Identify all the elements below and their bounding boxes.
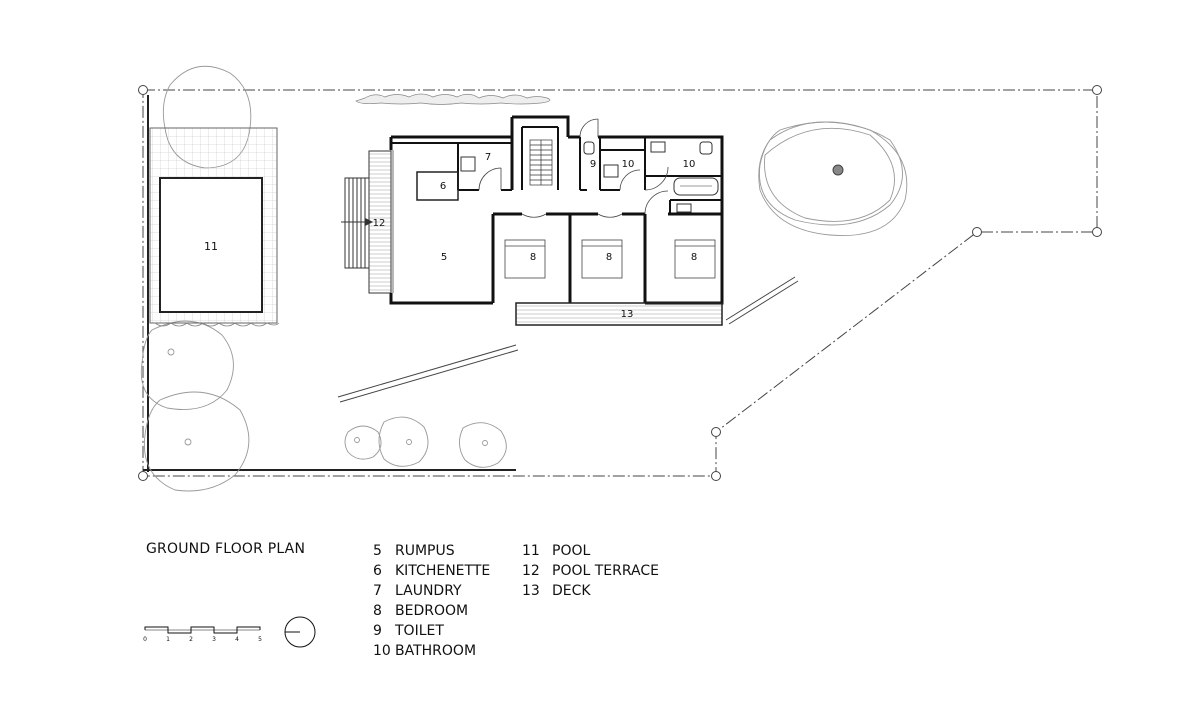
legend-label: BATHROOM (395, 643, 477, 659)
legend-number: 7 (373, 583, 382, 599)
pool (159, 177, 263, 313)
legend-number: 13 (522, 583, 540, 599)
scale-tick-4: 4 (235, 636, 239, 643)
terrace-deck (341, 150, 392, 294)
scale-tick-0: 0 (143, 636, 147, 643)
scale-tick-3: 3 (212, 636, 216, 643)
legend-number: 5 (373, 543, 382, 559)
legend-item: 7 LAUNDRY (373, 581, 490, 601)
legend-column-2: 11 POOL 12 POOL TERRACE 13 DECK (522, 541, 659, 601)
label-laundry: 7 (485, 152, 491, 163)
label-bathroom-b: 10 (683, 159, 696, 170)
stair (529, 139, 553, 186)
label-pool: 11 (204, 240, 218, 253)
legend-label: DECK (552, 583, 591, 599)
legend-label: POOL TERRACE (552, 563, 659, 579)
legend-item: 5 RUMPUS (373, 541, 490, 561)
legend-item: 13 DECK (522, 581, 659, 601)
label-bedroom-a: 8 (530, 252, 536, 263)
house-interior-walls (391, 126, 722, 214)
legend-number: 12 (522, 563, 540, 579)
label-rumpus: 5 (441, 252, 447, 263)
label-toilet: 9 (590, 159, 596, 170)
label-bedroom-b: 8 (606, 252, 612, 263)
legend-label: RUMPUS (395, 543, 455, 559)
plan-title: GROUND FLOOR PLAN (146, 541, 306, 557)
label-pool-terrace: 12 (373, 218, 386, 229)
pool-planting (154, 322, 280, 327)
scale-tick-2: 2 (189, 636, 193, 643)
scale-tick-5: 5 (258, 636, 262, 643)
tree-trunk (832, 164, 844, 176)
legend-label: BEDROOM (395, 603, 469, 619)
site-walls (143, 95, 516, 472)
legend-number: 10 (373, 643, 391, 659)
deck (515, 302, 723, 326)
legend-label: KITCHENETTE (395, 563, 491, 579)
scale-bar (144, 626, 261, 634)
legend-item: 11 POOL (522, 541, 659, 561)
label-deck: 13 (621, 309, 634, 320)
legend-number: 9 (373, 623, 382, 639)
legend-number: 6 (373, 563, 382, 579)
legend-label: LAUNDRY (395, 583, 462, 599)
boundary-markers (138, 85, 1102, 481)
legend-item: 9 TOILET (373, 621, 490, 641)
kitchenette-counter (416, 171, 459, 201)
trees (140, 65, 908, 492)
house-walls (389, 115, 724, 305)
legend-item: 6 KITCHENETTE (373, 561, 490, 581)
legend-column-1: 5 RUMPUS 6 KITCHENETTE 7 LAUNDRY 8 BEDROOM 9… (373, 541, 490, 661)
legend-number: 8 (373, 603, 382, 619)
legend-item: 8 BEDROOM (373, 601, 490, 621)
legend-label: POOL (552, 543, 591, 559)
bathroom-fixtures (583, 141, 719, 213)
legend-number: 11 (522, 543, 540, 559)
north-point-icon (284, 616, 316, 648)
label-bathroom-a: 10 (622, 159, 635, 170)
label-kitchenette: 6 (440, 181, 446, 192)
beds (504, 239, 716, 279)
laundry-sink (460, 156, 476, 172)
garden-path (337, 276, 799, 403)
legend-item: 12 POOL TERRACE (522, 561, 659, 581)
scale-tick-1: 1 (166, 636, 170, 643)
glazing (390, 150, 394, 293)
site-boundary (142, 89, 1098, 477)
door-swings (478, 118, 669, 218)
legend-label: TOILET (395, 623, 444, 639)
top-hedge (355, 93, 551, 105)
label-bedroom-c: 8 (691, 252, 697, 263)
